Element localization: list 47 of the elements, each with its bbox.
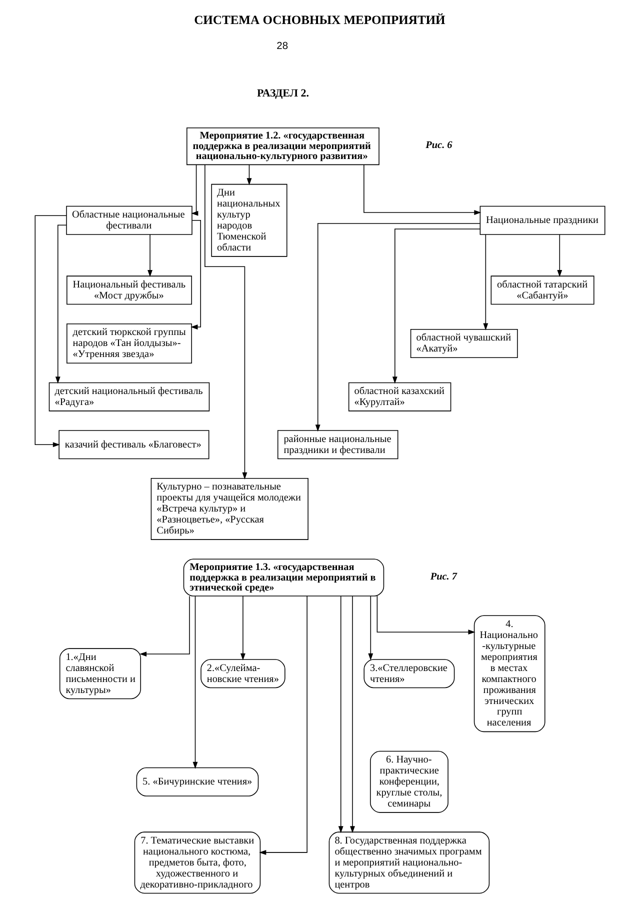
label: РАЗДЕЛ 2. bbox=[257, 88, 310, 100]
arrow bbox=[140, 596, 190, 657]
arrow bbox=[148, 234, 152, 278]
arrow bbox=[34, 215, 67, 448]
diagram-title: СИСТЕМА ОСНОВНЫХ МЕРОПРИЯТИЙ bbox=[194, 13, 446, 28]
node-box: детский национальный фестиваль «Радуга» bbox=[48, 382, 210, 412]
node-box: детский тюркской группы народов «Тан йолдызы»- «Утренняя звезда» bbox=[66, 324, 192, 364]
label: Рис. 7 bbox=[430, 571, 457, 582]
node-box: 1.«Дни славянской письменности и культуры» bbox=[59, 648, 141, 700]
arrow bbox=[376, 596, 476, 635]
arrow bbox=[338, 596, 344, 834]
arrow bbox=[350, 596, 355, 834]
node-box: Культурно – познавательные проекты для учащейся молодежи «Встреча культур» и «Разноцветье», «Русская Сибирь» bbox=[150, 478, 308, 540]
arrow bbox=[55, 224, 67, 384]
node-box: Мероприятие 1.3. «государственная поддержка в реализации мероприятий в этнической среде» bbox=[183, 558, 384, 596]
node-box: Дни национальных культур народов Тюменской области bbox=[211, 184, 288, 257]
arrow bbox=[364, 164, 482, 215]
node-box: областной чувашский «Акатуй» bbox=[410, 328, 518, 358]
node-box: 7. Тематические выставки национального костюма, предметов быта, фото, художественного и декоративно-прикладного bbox=[134, 832, 261, 894]
node-box: Мероприятие 1.2. «государственная поддержка в реализации мероприятий национально-культурного развития» bbox=[186, 127, 380, 166]
node-box: Национальный фестиваль «Мост дружбы» bbox=[66, 276, 192, 305]
node-box: казачий фестиваль «Благовест» bbox=[58, 430, 210, 460]
arrow bbox=[315, 223, 480, 432]
arrow bbox=[192, 596, 198, 769]
node-box: районные национальные праздники и фестивали bbox=[277, 430, 398, 460]
arrow bbox=[392, 228, 481, 384]
node-box: 8. Государственная поддержка общественно значимых программ и мероприятий национально- культурных объединений и центров bbox=[328, 832, 490, 894]
label: 28 bbox=[276, 40, 288, 52]
node-box: Областные национальные фестивали bbox=[66, 206, 192, 235]
arrow bbox=[483, 234, 488, 330]
arrow bbox=[368, 596, 374, 660]
arrow bbox=[557, 234, 562, 278]
node-box: 2.«Сулейма- новские чтения» bbox=[200, 659, 286, 688]
arrow bbox=[240, 596, 246, 660]
node-box: Национальные праздники bbox=[480, 206, 606, 235]
node-box: 4. Национально -культурные мероприятия в местах компактного проживания этнических групп населения bbox=[474, 615, 546, 732]
arrow bbox=[190, 220, 201, 330]
arrow bbox=[204, 164, 248, 480]
arrow bbox=[246, 164, 252, 186]
node-box: 5. «Бичуринские чтения» bbox=[136, 767, 259, 796]
label: Рис. 6 bbox=[426, 140, 452, 152]
node-box: 6. Научно- практические конференции, круглые столы, семинары bbox=[370, 750, 448, 813]
arrow bbox=[259, 596, 308, 855]
arrow bbox=[191, 164, 198, 216]
node-box: областной татарский «Сабантуй» bbox=[490, 276, 594, 305]
node-box: 3.«Стеллеровские чтения» bbox=[364, 659, 455, 688]
node-box: областной казахский «Курултай» bbox=[348, 382, 452, 412]
